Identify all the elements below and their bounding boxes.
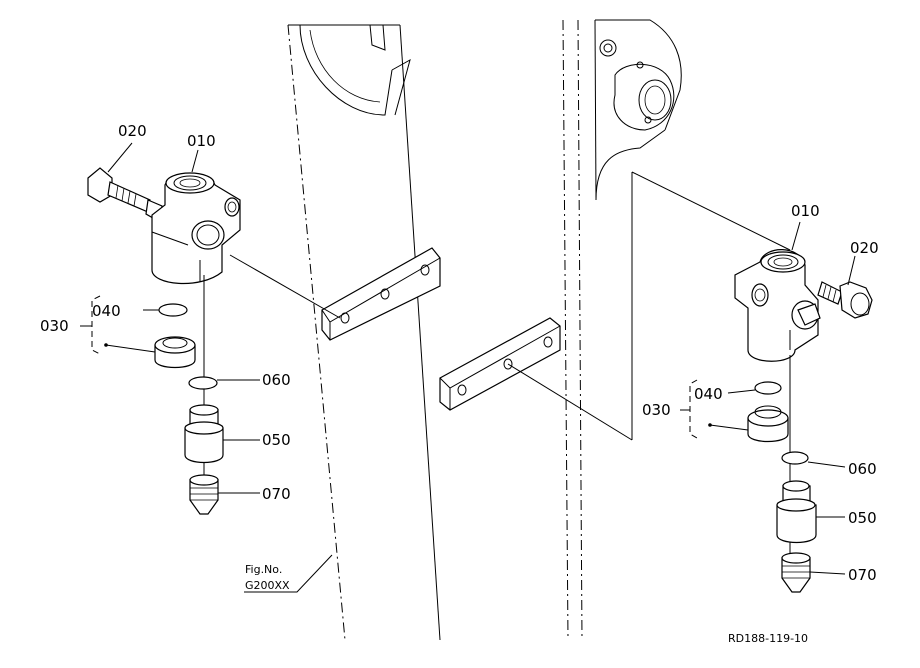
right-oring-060 (781, 451, 809, 465)
left-oring-040 (158, 303, 188, 317)
right-bracket-plate (439, 317, 633, 441)
right-assembly (680, 221, 873, 593)
label-left-060: 060 (262, 371, 291, 389)
left-body-010 (151, 172, 241, 284)
left-plug-030 (154, 336, 196, 369)
label-right-040: 040 (694, 385, 723, 403)
right-nozzle-070 (781, 552, 846, 593)
frame-outline-left (287, 24, 441, 641)
label-right-050: 050 (848, 509, 877, 527)
label-right-030: 030 (642, 401, 671, 419)
reference-code: RD188-119-10 (728, 632, 808, 645)
right-oring-040 (754, 381, 782, 395)
label-right-010: 010 (791, 202, 820, 220)
right-body-010 (734, 249, 821, 362)
left-oring-060 (188, 376, 218, 390)
left-bracket-plate (229, 247, 441, 341)
frame-outline-right (562, 19, 791, 641)
fig-no-label: Fig.No. (245, 563, 282, 576)
label-left-020: 020 (118, 122, 147, 140)
left-adapter-050 (184, 404, 260, 464)
label-right-070: 070 (848, 566, 877, 584)
left-nozzle-070 (189, 474, 260, 515)
label-left-070: 070 (262, 485, 291, 503)
right-bolt-020 (817, 281, 873, 319)
left-assembly (80, 142, 260, 515)
left-bolt-020 (87, 167, 163, 223)
right-adapter-050 (776, 480, 845, 544)
label-left-050: 050 (262, 431, 291, 449)
figure-number: Fig.No. G200XX (244, 554, 333, 593)
label-right-060: 060 (848, 460, 877, 478)
label-left-040: 040 (92, 302, 121, 320)
right-plug-030 (747, 405, 789, 443)
label-left-030: 030 (40, 317, 69, 335)
label-right-020: 020 (850, 239, 879, 257)
fig-no-code: G200XX (245, 579, 290, 592)
label-left-010: 010 (187, 132, 216, 150)
